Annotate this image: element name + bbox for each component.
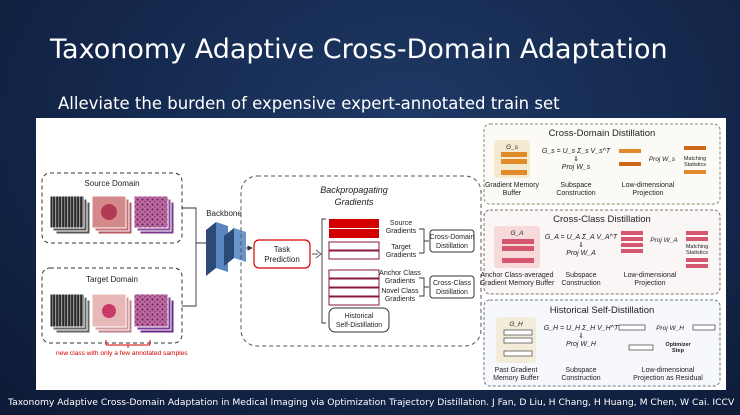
svg-text:Proj W_H: Proj W_H — [566, 341, 597, 348]
svg-text:Construction: Construction — [556, 190, 595, 197]
task-prediction-box — [253, 239, 311, 269]
gradients-region — [240, 175, 482, 347]
source-gradient-bar — [329, 219, 379, 228]
backbone-group: Backbone — [206, 209, 246, 276]
novel-gradient-bar — [328, 287, 380, 297]
svg-text:Buffer: Buffer — [503, 190, 522, 197]
svg-text:⇓: ⇓ — [578, 241, 584, 249]
svg-text:⇓: ⇓ — [573, 155, 579, 163]
svg-text:G_H: G_H — [509, 321, 523, 328]
svg-text:Projection as Residual: Projection as Residual — [633, 375, 703, 382]
target-domain-label: Target Domain — [86, 275, 138, 284]
gradient-bars — [328, 219, 380, 306]
backbone-icon — [234, 228, 246, 262]
cross-domain-title: Cross-Domain Distillation — [549, 128, 656, 139]
svg-text:Past Gradient: Past Gradient — [495, 367, 538, 374]
target-xray-image — [49, 293, 85, 328]
svg-text:Subspace: Subspace — [565, 272, 596, 279]
historical-label-1: Historical — [345, 313, 374, 320]
slide-subtitle: Alleviate the burden of expensive expert… — [58, 94, 560, 113]
source-xray-image — [49, 195, 85, 229]
source-histology-image — [133, 195, 169, 229]
task-prediction-label-2: Prediction — [264, 255, 300, 264]
anchor-gradient-bar — [328, 269, 380, 279]
svg-text:Memory Buffer: Memory Buffer — [493, 375, 539, 382]
source-gradients-label-2: Gradients — [386, 228, 417, 235]
source-gradients-label-1: Source — [390, 220, 412, 227]
new-class-note: new class with only a few annotated samp… — [56, 350, 188, 357]
svg-text:Construction: Construction — [561, 375, 600, 382]
hist-formula: G_H = U_H Σ_H V_H^T — [544, 325, 619, 332]
svg-text:Subspace: Subspace — [565, 367, 596, 374]
task-prediction-label-1: Task — [274, 245, 291, 254]
cd-formula: G_s = U_s Σ_s V_s^T — [542, 148, 611, 155]
target-gradient-bar — [328, 241, 380, 251]
backbone-label: Backbone — [206, 209, 242, 218]
svg-text:G_s: G_s — [506, 144, 519, 151]
cd-distill-label-1: Cross-Domain — [430, 234, 475, 241]
svg-text:Anchor Class-averaged: Anchor Class-averaged — [480, 272, 553, 279]
backprop-title-2: Gradients — [334, 197, 374, 207]
anchor-gradients-label-2: Gradients — [385, 278, 416, 285]
cc-formula: G_A = U_A Σ_A V_A^T — [545, 234, 618, 241]
svg-text:Projection: Projection — [634, 280, 665, 287]
source-domain-group: Source Domain — [41, 172, 183, 244]
svg-text:⇓: ⇓ — [578, 332, 584, 340]
svg-text:Low-dimensional: Low-dimensional — [622, 182, 675, 189]
svg-text:Gradient Memory: Gradient Memory — [485, 182, 540, 189]
historical-box — [328, 307, 390, 333]
svg-text:Statistics: Statistics — [686, 250, 708, 256]
svg-text:Proj W_s: Proj W_s — [649, 156, 676, 163]
target-domain-box — [41, 267, 183, 344]
cc-distill-label-1: Cross-Class — [433, 280, 472, 287]
cross-class-panel: Cross-Class Distillation G_A Anchor Clas… — [480, 209, 721, 295]
svg-text:Step: Step — [672, 348, 685, 354]
svg-text:Construction: Construction — [561, 280, 600, 287]
target-gradients-label-2: Gradients — [386, 252, 417, 259]
svg-text:Proj W_A: Proj W_A — [650, 237, 677, 244]
method-figure: Source Domain Target Domain — [36, 118, 726, 390]
cross-class-title: Cross-Class Distillation — [553, 214, 651, 225]
slide-title: Taxonomy Adaptive Cross-Domain Adaptatio… — [50, 34, 668, 65]
historical-title: Historical Self-Distillation — [550, 305, 655, 316]
svg-text:Low-dimensional: Low-dimensional — [624, 272, 677, 279]
svg-text:Matching: Matching — [686, 244, 708, 250]
citation: Taxonomy Adaptive Cross-Domain Adaptatio… — [8, 397, 735, 408]
historical-panel: Historical Self-Distillation G_H Past Gr… — [483, 299, 721, 387]
svg-text:Gradient Memory Buffer: Gradient Memory Buffer — [480, 280, 555, 287]
svg-text:Statistics: Statistics — [684, 162, 706, 168]
svg-text:Optimizer: Optimizer — [665, 342, 691, 348]
cross-domain-panel: Cross-Domain Distillation G_s Gradient M… — [483, 123, 721, 205]
svg-text:Proj W_H: Proj W_H — [656, 325, 684, 332]
anchor-gradients-label-1: Anchor Class — [379, 270, 421, 277]
figure-svg: Source Domain Target Domain — [41, 123, 721, 387]
novel-gradients-label-1: Novel Class — [381, 288, 419, 295]
svg-text:Low-dimensional: Low-dimensional — [642, 367, 695, 374]
svg-text:Projection: Projection — [632, 190, 663, 197]
source-domain-label: Source Domain — [84, 179, 139, 188]
svg-text:Subspace: Subspace — [560, 182, 591, 189]
novel-gradients-label-2: Gradients — [385, 296, 416, 303]
svg-text:Matching: Matching — [684, 156, 706, 162]
svg-text:Proj W_A: Proj W_A — [566, 250, 596, 257]
backprop-title-1: Backpropagating — [320, 185, 388, 195]
cross-domain-distillation-box — [429, 229, 475, 253]
svg-text:Proj W_s: Proj W_s — [562, 164, 591, 171]
cross-class-distillation-box — [429, 275, 475, 299]
cc-distill-label-2: Distillation — [436, 289, 468, 296]
target-gradients-label-1: Target — [391, 244, 411, 251]
cd-distill-label-2: Distillation — [436, 243, 468, 250]
svg-text:G_A: G_A — [510, 230, 523, 237]
historical-label-2: Self-Distillation — [336, 322, 382, 329]
target-domain-group: Target Domain new class with only a few … — [41, 267, 188, 357]
target-histology-image — [133, 293, 169, 328]
